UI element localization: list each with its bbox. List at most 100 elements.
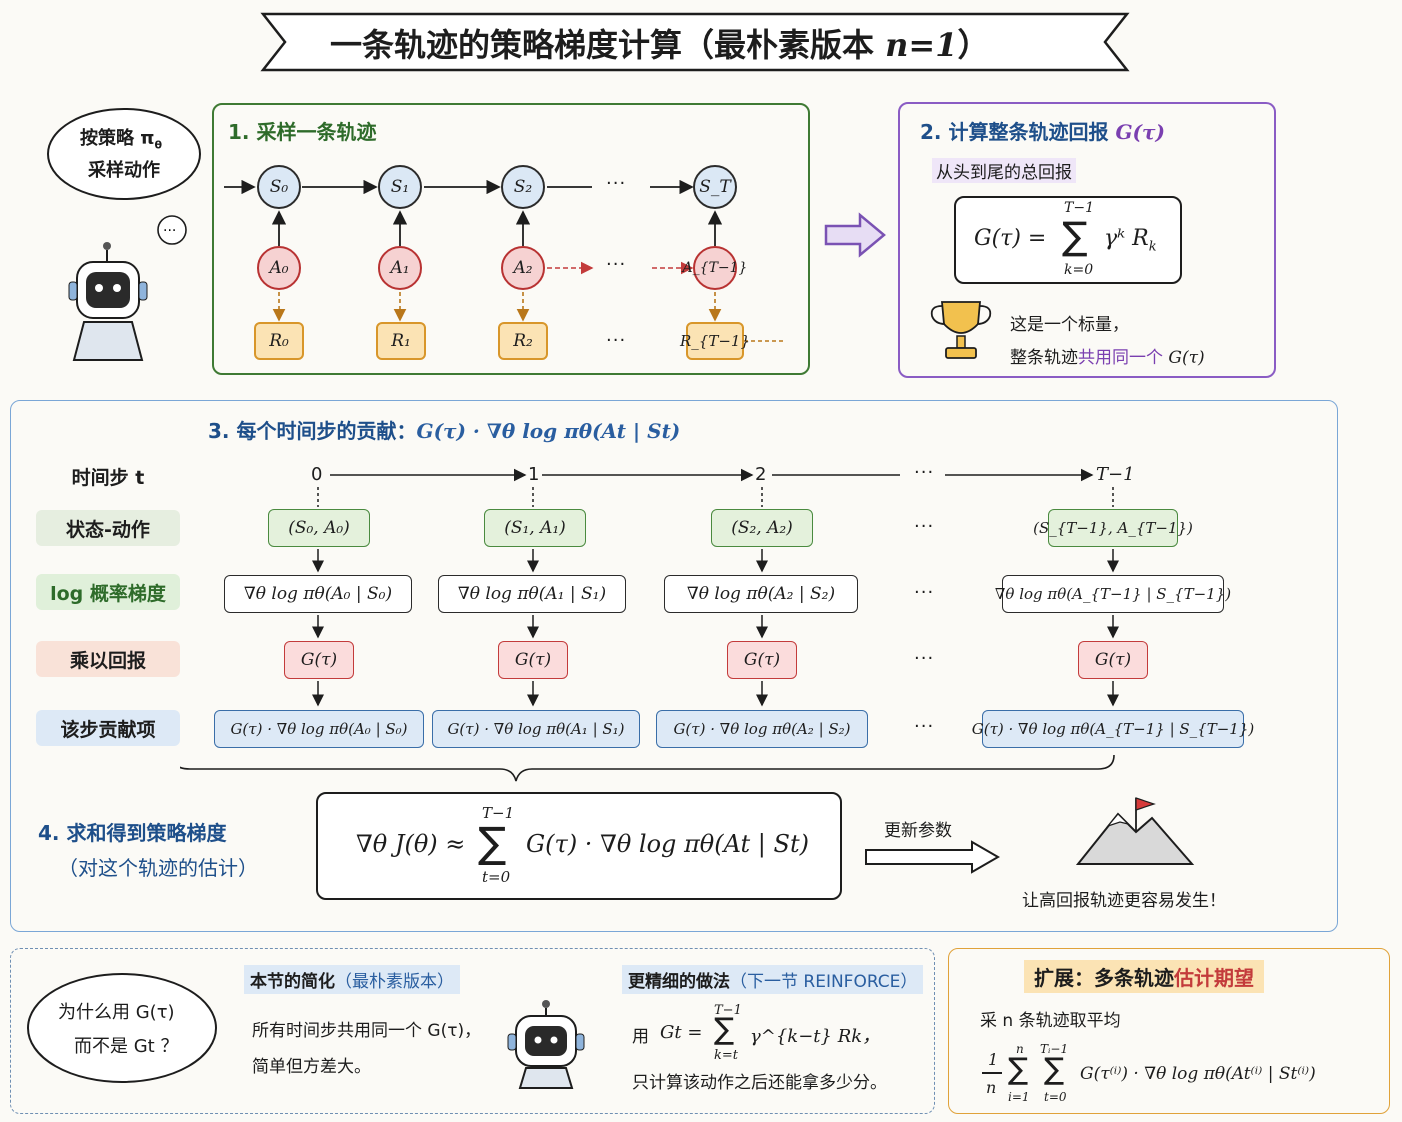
timestep-1: 1: [528, 464, 540, 485]
pg-formula-rhs: G(τ) · ∇θ log πθ(At | St): [526, 830, 809, 858]
return-formula-rhs: γᵏ Rk: [1104, 226, 1157, 255]
state-node-1: S₁: [378, 165, 422, 209]
return-sum-top: T−1: [1064, 200, 1094, 216]
pg-sum-sign: ∑: [478, 818, 507, 867]
state-action-cell-0: (S₀, A₀): [268, 509, 370, 547]
state-node-2: S₂: [501, 165, 545, 209]
trajectory-arrows: [224, 179, 784, 342]
timestep-2: 2: [755, 464, 767, 485]
extension-sum2-top: Tᵢ−1: [1040, 1042, 1069, 1056]
why-bubble-line2: 而不是 Gt ？: [74, 1036, 179, 1057]
grad-cell-T-1: ∇θ log πθ(A_{T−1} | S_{T−1}): [995, 575, 1231, 613]
refined-formula-rhs: γ^{k−t} Rk，: [750, 1026, 881, 1047]
grad-cell-1: ∇θ log πθ(A₁ | S₁): [438, 575, 626, 613]
pg-formula-lhs: ∇θ J(θ) ≈: [356, 830, 466, 858]
timestep-0: 0: [311, 464, 323, 485]
trophy-icon: [930, 301, 992, 359]
extension-formula: G(τ⁽ⁱ⁾) · ∇θ log πθ(At⁽ⁱ⁾ | St⁽ⁱ⁾): [1080, 1064, 1316, 1084]
refined-formula-lhs: Gt =: [660, 1022, 703, 1043]
refined-use-label: 用: [632, 1027, 649, 1047]
state-action-cell-T-1: (S_{T−1}, A_{T−1}): [1033, 509, 1193, 547]
scalar-note-line2: 整条轨迹共用同一个 G(τ): [1010, 348, 1205, 368]
state-action-cell-2: (S₂, A₂): [711, 509, 813, 547]
refined-line2: 只计算该动作之后还能拿多少分。: [632, 1073, 887, 1093]
update-params-label: 更新参数: [884, 821, 952, 841]
return-cell-1: G(τ): [498, 641, 568, 679]
extension-frac-bar: [982, 1072, 1002, 1074]
simplification-line2: 简单但方差大。: [252, 1057, 371, 1077]
reward-box-T-1: R_{T−1}: [680, 322, 750, 360]
actions-ellipsis: ···: [606, 254, 627, 275]
sample-trajectory-panel: [212, 103, 810, 375]
section2-title: 2. 计算整条轨迹回报 G(τ): [920, 120, 1165, 144]
to-return-arrow-icon: [824, 212, 886, 258]
return-formula-box: [954, 196, 1182, 284]
simplification-title: 本节的简化（最朴素版本）: [244, 965, 460, 994]
contribution-ellipsis: ···: [914, 716, 935, 737]
extension-line1: 采 n 条轨迹取平均: [980, 1011, 1121, 1031]
extension-frac-den: n: [986, 1078, 997, 1097]
row-label-contribution: 该步贡献项: [36, 710, 180, 746]
state-action-cell-1: (S₁, A₁): [484, 509, 586, 547]
extension-title: 扩展：多条轨迹估计期望: [1024, 960, 1264, 993]
action-node-0: A₀: [257, 246, 301, 290]
extension-sum2-bottom: t=0: [1044, 1090, 1067, 1104]
timestep-ellipsis: ···: [914, 462, 935, 483]
reward-box-2: R₂: [498, 322, 548, 360]
return-cell-0: G(τ): [284, 641, 354, 679]
extension-sum1-top: n: [1016, 1042, 1024, 1056]
row-label-timestep: 时间步 t: [71, 466, 145, 489]
contribution-grid-arrows: [180, 468, 1119, 782]
section4-subtitle: （对这个轨迹的估计）: [58, 856, 258, 880]
return-formula-lhs: G(τ) =: [974, 226, 1047, 251]
timestep-T-1: T−1: [1096, 464, 1135, 485]
grad-cell-0: ∇θ log πθ(A₀ | S₀): [224, 575, 412, 613]
action-node-2: A₂: [501, 246, 545, 290]
section1-title: 1. 采样一条轨迹: [228, 120, 377, 144]
extension-sum1-bottom: i=1: [1008, 1090, 1030, 1104]
svg-text:···: ···: [163, 223, 176, 239]
refined-sum-top: T−1: [714, 1003, 742, 1018]
section4-title: 4. 求和得到策略梯度: [38, 821, 227, 845]
contribution-cell-1: G(τ) · ∇θ log πθ(A₁ | S₁): [432, 710, 640, 748]
mountain-flag-icon: [1075, 797, 1195, 865]
state-action-ellipsis: ···: [914, 516, 935, 537]
refined-sum-bottom: k=t: [714, 1048, 738, 1063]
return-sum-sign: ∑: [1062, 214, 1088, 258]
return-cell-2: G(τ): [727, 641, 797, 679]
bubble-line1: 按策略 πθ: [80, 128, 163, 152]
refined-approach-title: 更精细的做法（下一节 REINFORCE）: [622, 965, 924, 994]
bubble-line2: 采样动作: [88, 160, 160, 181]
scalar-note-line1: 这是一个标量，: [1010, 315, 1129, 335]
page-title: 一条轨迹的策略梯度计算（最朴素版本 n=1）: [330, 26, 990, 64]
extension-sum2-sign: ∑: [1044, 1052, 1065, 1087]
contribution-panel: [10, 400, 1338, 932]
extension-frac-num: 1: [988, 1050, 999, 1069]
pg-sum-top: T−1: [482, 804, 515, 822]
robot-icon: ···: [68, 215, 187, 361]
policy-thought-bubble: [47, 108, 201, 200]
return-ellipsis: ···: [914, 648, 935, 669]
return-subtitle: 从头到尾的总回报: [932, 158, 1076, 183]
action-node-1: A₁: [378, 246, 422, 290]
robot-shrug-icon: [507, 1000, 585, 1089]
row-label-times-return: 乘以回报: [36, 641, 180, 677]
contribution-cell-2: G(τ) · ∇θ log πθ(A₂ | S₂): [656, 710, 868, 748]
simplification-panel: [10, 948, 935, 1114]
extension-panel: [948, 948, 1390, 1114]
action-node-T-1: A_{T−1}: [683, 246, 747, 290]
row-label-log-grad: log 概率梯度: [36, 574, 180, 610]
return-cell-T-1: G(τ): [1078, 641, 1148, 679]
reward-box-0: R₀: [254, 322, 304, 360]
why-bubble-line1: 为什么用 G(τ): [58, 1002, 175, 1023]
rewards-ellipsis: ···: [606, 330, 627, 351]
simplification-line1: 所有时间步共用同一个 G(τ)，: [252, 1021, 482, 1041]
contribution-cell-0: G(τ) · ∇θ log πθ(A₀ | S₀): [214, 710, 424, 748]
pg-sum-bottom: t=0: [482, 868, 511, 886]
states-ellipsis: ···: [606, 173, 627, 194]
section3-title: 3. 每个时间步的贡献：G(τ) · ∇θ log πθ(At | St): [208, 419, 681, 443]
update-arrow-icon: [865, 840, 1001, 874]
policy-gradient-formula-box: [316, 792, 842, 900]
row-label-state-action: 状态-动作: [36, 510, 180, 546]
return-sum-bottom: k=0: [1064, 262, 1094, 278]
